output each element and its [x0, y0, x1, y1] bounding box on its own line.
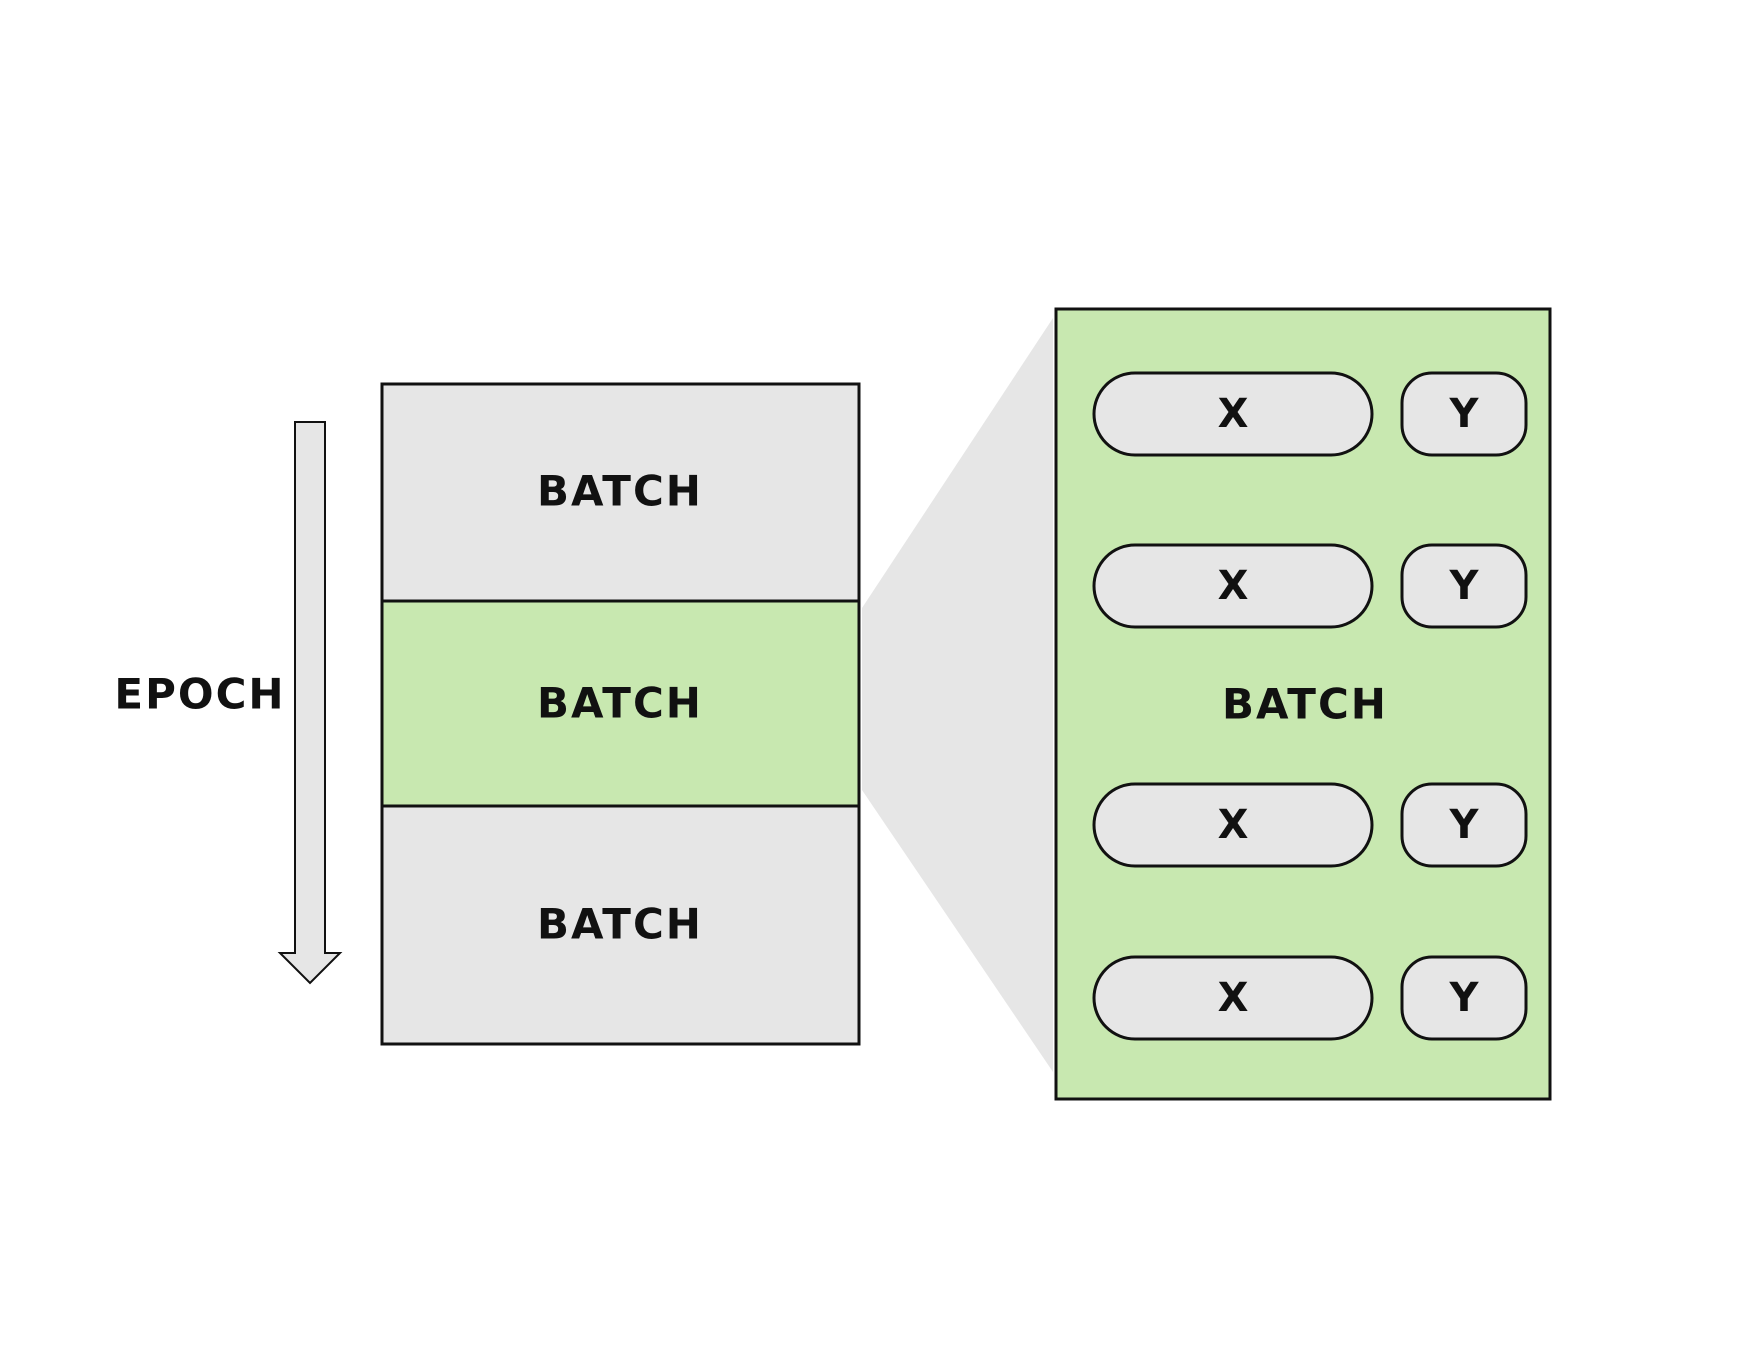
sample-4-y-pill: [1400, 955, 1528, 1041]
sample-2-x-label: X: [1218, 563, 1249, 609]
sample-1-x-label: X: [1218, 391, 1249, 437]
sample-1-y-pill: [1400, 371, 1528, 457]
sample-4-x-label: X: [1218, 975, 1249, 1021]
sample-2-y-pill: [1400, 543, 1528, 629]
sample-3-x-label: X: [1218, 802, 1249, 848]
sample-1-x-pill: [1092, 371, 1374, 457]
batch-detail-label: BATCH: [1222, 680, 1388, 729]
sample-3-y-pill: [1400, 782, 1528, 868]
batch-block-2: [380, 599, 861, 808]
batch-block-1: [380, 382, 861, 603]
epoch-label: EPOCH: [114, 670, 285, 719]
batch-stack: BATCH BATCH BATCH: [380, 382, 861, 1046]
epoch-arrow-icon: [277, 421, 343, 985]
sample-3-y-label: Y: [1449, 802, 1480, 848]
batch-block-3-label: BATCH: [537, 900, 703, 949]
sample-2-x-pill: [1092, 543, 1374, 629]
batch-detail-panel: BATCH X Y X Y X Y X Y: [1054, 307, 1552, 1101]
sample-1-y-label: Y: [1449, 391, 1480, 437]
sample-2-y-label: Y: [1449, 563, 1480, 609]
sample-4-x-pill: [1092, 955, 1374, 1041]
batch-block-2-label: BATCH: [537, 679, 703, 728]
sample-4-y-label: Y: [1449, 975, 1480, 1021]
zoom-connector: [862, 318, 1053, 1072]
batch-block-1-label: BATCH: [537, 467, 703, 516]
sample-3-x-pill: [1092, 782, 1374, 868]
batch-block-3: [380, 804, 861, 1046]
